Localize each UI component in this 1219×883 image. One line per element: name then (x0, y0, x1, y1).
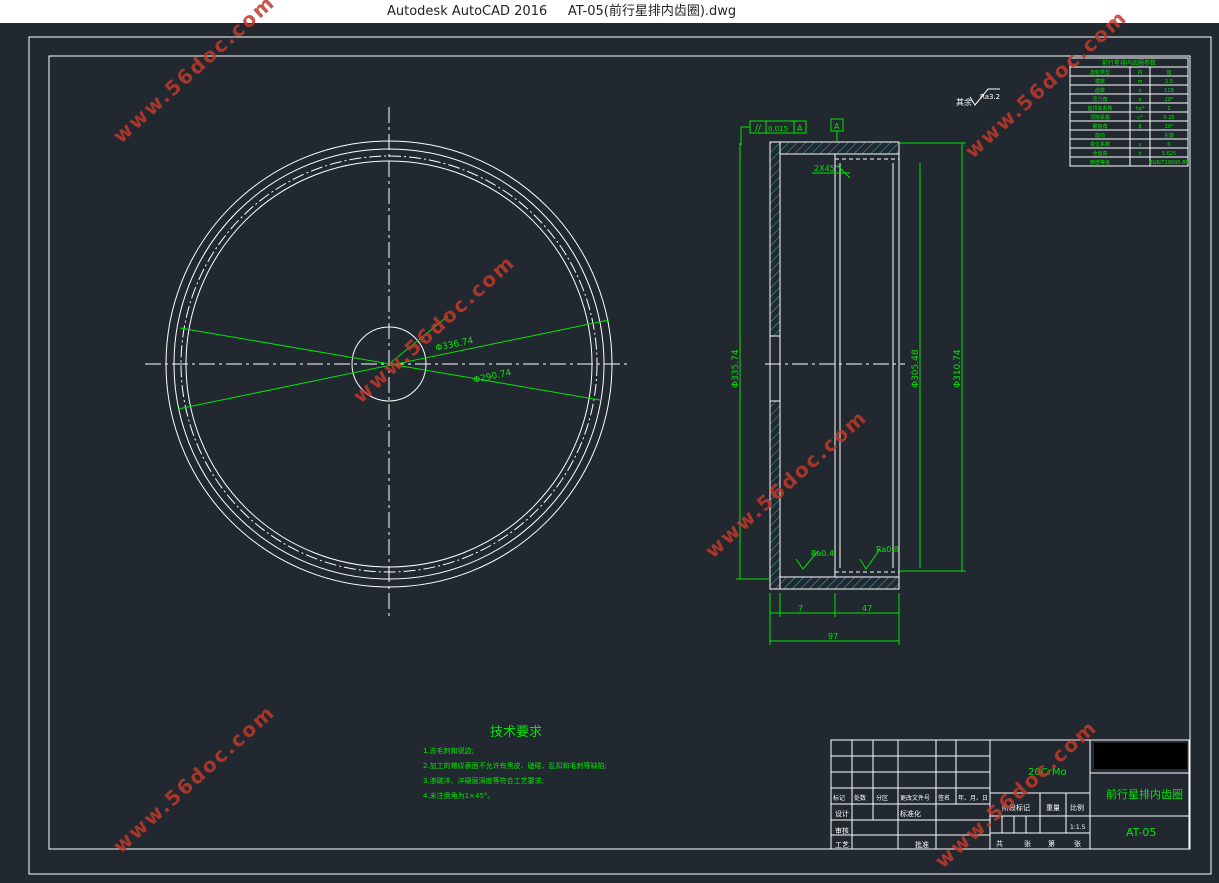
front-view: Φ336.74 Φ290.74 (145, 107, 630, 619)
tech-req-3: 3.渗碳淬、淬硬层深度等符合工艺要求; (423, 776, 544, 785)
tb-label-change: 更改文件号 (900, 794, 930, 802)
inner-border (48, 55, 1191, 850)
tol-value: 0.015 (768, 125, 788, 133)
dim-side-right: Φ310.74 (953, 349, 963, 388)
tech-req-title: 技术要求 (490, 725, 542, 740)
outer-border (28, 36, 1212, 875)
gear-table: 前行星排内齿圈参数 齿轮类型 内 齿模数 m 2.5 齿数 z 118 压力角 α 20° 齿顶高系数… (1069, 57, 1189, 167)
rough-right: Ra0.8 (876, 545, 899, 554)
gear-table-cell: 5.625 (1162, 151, 1176, 157)
gear-table-cell: 精度等级 (1090, 159, 1110, 166)
gear-table-cell: 1 (1167, 106, 1170, 112)
material: 20CrMo (1028, 767, 1067, 778)
tech-req-4: 4.未注倒角为1×45°。 (423, 791, 494, 800)
tech-req-2: 2.加工的螺纹表面不允许有黑皮、磕碰、乱扣和毛刺等缺陷; (423, 761, 607, 770)
gear-table-cell: β (1138, 124, 1141, 130)
gear-table-cell: x (1139, 142, 1142, 148)
rough-rest-label: 其余 (956, 97, 972, 107)
gear-table-cell: h (1138, 151, 1141, 157)
gear-table-cell: 全齿高 (1092, 150, 1107, 157)
scale: 1:1.5 (1070, 824, 1086, 831)
gear-table-cell: 齿轮类型 (1090, 69, 1110, 76)
gear-table-cell: α (1138, 97, 1142, 103)
tb-label-count: 处数 (854, 794, 866, 802)
dim-side-left: Φ335.74 (731, 349, 741, 388)
gear-table-cell: 变位系数 (1090, 141, 1110, 148)
gear-table-cell: 0.25 (1163, 115, 1174, 121)
datum-box: A (834, 122, 840, 131)
gear-table-cell: 内 (1137, 69, 1142, 76)
tb-label-sign: 签名 (938, 794, 950, 802)
dim-side-mid: Φ305.48 (911, 349, 921, 388)
gear-table-cell: 齿顶高系数 (1087, 105, 1112, 112)
tb-label-zone: 分区 (876, 794, 888, 802)
tb-design: 设计 (835, 809, 849, 818)
gear-table-cell: 模数 (1095, 78, 1105, 85)
tb-review: 审核 (835, 826, 849, 835)
gear-table-cell: 20° (1165, 124, 1174, 130)
gear-table-cell: 2.5 (1165, 79, 1173, 85)
tb-sheets-current: 第 (1048, 839, 1055, 848)
tb-label-mark: 标记 (833, 794, 845, 802)
tb-standard: 标准化 (900, 809, 921, 818)
tb-sheets-unit-1: 张 (1024, 839, 1031, 848)
tb-stage: 阶段标记 (1002, 803, 1030, 812)
tech-requirements: 技术要求 1.去毛刺和锐边; 2.加工的螺纹表面不允许有黑皮、磕碰、乱扣和毛刺等… (423, 725, 607, 800)
tol-datum: A (797, 124, 803, 133)
gear-table-cell: 顶隙系数 (1090, 114, 1110, 121)
tb-sheets-unit-2: 张 (1074, 839, 1081, 848)
dim-w-small: 7 (798, 604, 803, 613)
drawing-canvas[interactable]: Φ336.74 Φ290.74 Φ335.74 Φ305.48 (0, 23, 1219, 879)
drawing-number: AT-05 (1126, 826, 1156, 839)
tb-label-date: 年、月、日 (958, 794, 988, 802)
window-titlebar: Autodesk AutoCAD 2016 AT-05(前行星排内齿圈).dwg (0, 0, 1219, 23)
title-block: 20CrMo 前行星排内齿圈 AT-05 1:1.5 标记 处数 分区 更改文件… (830, 739, 1190, 850)
tb-approve: 批准 (915, 840, 929, 849)
rough-left: Ra0.4 (811, 549, 834, 558)
dim-front-d2: Φ290.74 (473, 368, 513, 386)
part-name: 前行星排内齿圈 (1106, 787, 1183, 801)
drawing-svg: Φ336.74 Φ290.74 Φ335.74 Φ305.48 (28, 36, 1212, 875)
tb-ratio: 比例 (1070, 803, 1084, 812)
rough-rest-value: Ra3.2 (980, 93, 1000, 101)
chamfer-label: 2X45° (814, 164, 839, 173)
gear-table-cell: ha* (1136, 106, 1145, 112)
dim-w-total: 97 (828, 632, 838, 641)
gear-table-cell: 齿 (1166, 70, 1171, 76)
gear-table-cell: 压力角 (1092, 96, 1107, 103)
gear-table-cell: 8GB/T10095-88 (1149, 160, 1188, 166)
window-title: Autodesk AutoCAD 2016 AT-05(前行星排内齿圈).dwg (387, 4, 737, 19)
gear-table-cell: 齿数 (1095, 87, 1105, 94)
title-block-redacted (1094, 743, 1187, 769)
gear-table-cell: 0 (1167, 142, 1170, 148)
tb-weight: 重量 (1046, 804, 1060, 812)
gear-table-cell: 118 (1164, 88, 1174, 94)
gear-table-cell: 旋向 (1095, 132, 1105, 139)
gear-table-cell: 20° (1165, 97, 1174, 103)
gear-table-cell: 左旋 (1164, 132, 1174, 139)
gear-table-cell: 螺旋角 (1092, 123, 1107, 130)
side-view: Φ335.74 Φ305.48 Φ310.74 7 47 97 Ra0.4 Ra… (731, 88, 1000, 645)
tb-process: 工艺 (835, 841, 849, 849)
tech-req-1: 1.去毛刺和锐边; (423, 746, 474, 755)
gear-table-title: 前行星排内齿圈参数 (1102, 59, 1156, 67)
gear-table-cell: c* (1137, 115, 1143, 121)
gear-table-cell: z (1139, 88, 1142, 94)
tb-sheets-total: 共 (996, 839, 1003, 848)
svg-text://: // (755, 124, 762, 134)
dim-w-mid: 47 (862, 604, 872, 613)
gear-table-cell: m (1138, 79, 1143, 85)
